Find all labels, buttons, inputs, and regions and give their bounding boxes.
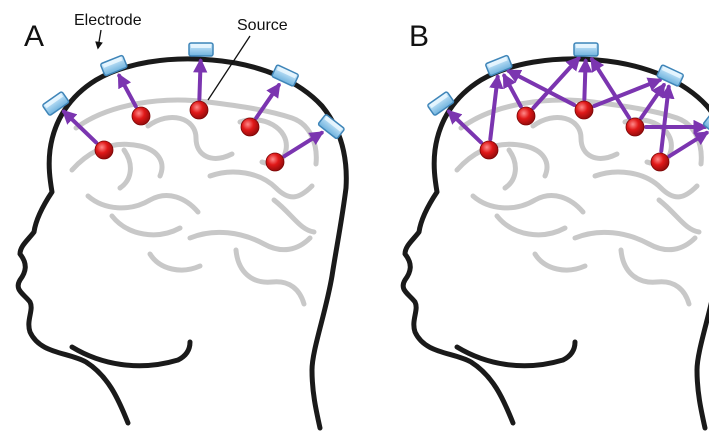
electrode-icon [657, 65, 684, 87]
source-pointer [208, 36, 250, 100]
arrow-icon [661, 87, 668, 151]
brain-fold [659, 200, 699, 232]
brain-fold [505, 150, 515, 188]
brain-fold [236, 250, 304, 304]
brain-fold [621, 250, 689, 304]
source-icon [266, 153, 284, 171]
electrode-icon [574, 43, 598, 56]
brain-fold [72, 144, 162, 176]
electrode-icon [189, 43, 213, 56]
panel-letter: B [409, 20, 429, 53]
arrow-icon [504, 76, 521, 107]
electrode-icon [272, 65, 299, 87]
source-icon [626, 118, 644, 136]
brain-fold [148, 117, 232, 158]
brain-fold [595, 172, 697, 197]
source-icon [517, 107, 535, 125]
electrode-icon [100, 55, 127, 76]
source-icon [132, 107, 150, 125]
brain-fold [150, 254, 200, 270]
brain-fold [190, 232, 310, 249]
source-icon [480, 141, 498, 159]
source-label: Source [237, 17, 288, 34]
brain-fold [112, 216, 180, 235]
panel-a: A Electrode Source [18, 12, 346, 428]
brain-fold [274, 200, 314, 232]
source-icon [241, 118, 259, 136]
brain-fold [88, 196, 198, 212]
brain-fold [533, 117, 617, 158]
arrow-icon [119, 76, 136, 107]
brain-fold [120, 150, 130, 188]
brain-fold [210, 172, 312, 197]
source-icon [651, 153, 669, 171]
brain-fold [535, 254, 585, 270]
electrode-label: Electrode [74, 12, 142, 29]
arrow-icon [584, 61, 585, 99]
panel-b: B [403, 20, 709, 428]
source-icon [95, 141, 113, 159]
brain-fold [473, 196, 583, 212]
source-icon [190, 101, 208, 119]
source-icon [575, 101, 593, 119]
brain-fold [575, 232, 695, 249]
panel-letter: A [24, 20, 44, 53]
brain-fold [457, 144, 547, 176]
arrow-icon [199, 61, 200, 99]
arrow-icon [592, 59, 629, 117]
brain-fold [497, 216, 565, 235]
electrode-pointer [98, 30, 101, 48]
